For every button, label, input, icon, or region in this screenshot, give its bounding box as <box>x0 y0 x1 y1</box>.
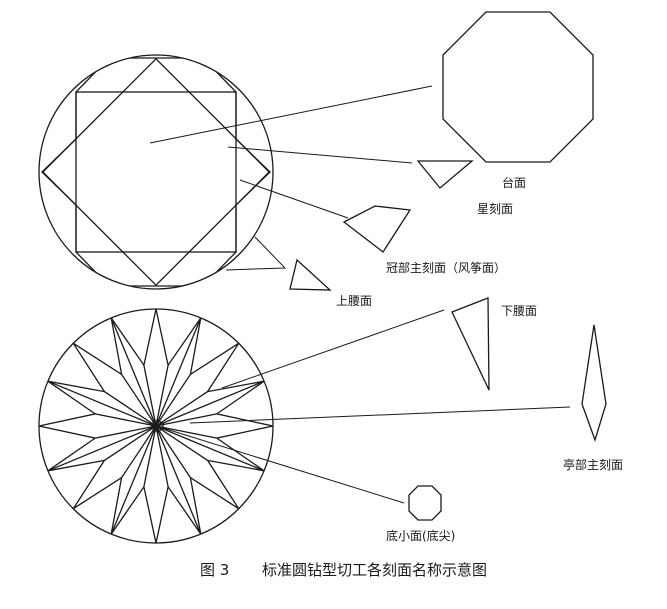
pavilion-spoke <box>155 425 169 487</box>
pavilion-spoke <box>155 374 191 427</box>
pavilion-spoke <box>155 425 217 439</box>
leader-star <box>227 146 413 164</box>
leader-pavilion-main <box>189 406 571 424</box>
pavilion-spoke <box>155 425 208 461</box>
pavilion-spoke <box>121 425 157 478</box>
culet-octagon <box>408 485 442 521</box>
pavilion-main-edge <box>155 380 265 427</box>
pavilion-main-edge <box>155 317 202 427</box>
kite-shape <box>342 205 412 253</box>
pavilion-spoke <box>155 365 169 427</box>
label-upper-girdle: 上腰面 <box>336 294 372 308</box>
pavilion-main-edge <box>155 425 265 472</box>
leader-table <box>149 85 433 144</box>
leader-lines <box>149 85 571 504</box>
label-crown-main: 冠部主刻面（风筝面） <box>386 260 506 275</box>
pavilion-main-shape <box>581 324 607 443</box>
pavilion-spoke <box>155 425 191 478</box>
pavilion-spoke <box>121 374 157 427</box>
pavilion-spoke <box>155 391 208 427</box>
lower-girdle-shape <box>451 297 490 391</box>
figure-caption: 图 3 标准圆钻型切工各刻面名称示意图 <box>200 561 487 579</box>
crown-star-points <box>41 57 271 287</box>
table-square-a <box>75 91 237 253</box>
label-lower-girdle: 下腰面 <box>501 304 537 318</box>
pavilion-main-edge <box>110 425 157 535</box>
culet-small <box>151 420 164 432</box>
pavilion-facet-lines <box>38 308 274 544</box>
caption-title: 标准圆钻型切工各刻面名称示意图 <box>262 561 487 579</box>
table-square-b <box>41 57 271 287</box>
pavilion-view <box>38 308 274 544</box>
label-pavilion-main: 亭部主刻面 <box>563 457 623 472</box>
leader-culet <box>162 427 405 504</box>
star-triangle <box>416 160 474 189</box>
labels: 台面 星刻面 冠部主刻面（风筝面） 上腰面 下腰面 亭部主刻面 底小面(底尖) <box>336 175 623 543</box>
pavilion-main-edge <box>47 380 157 427</box>
label-table: 台面 <box>502 175 526 190</box>
pavilion-main-edge <box>155 425 202 535</box>
upper-girdle-triangle <box>289 258 332 291</box>
pavilion-spoke <box>95 413 157 427</box>
pavilion-star-outline <box>38 308 274 544</box>
pavilion-main-edge <box>47 425 157 472</box>
crown-view <box>38 54 274 290</box>
pavilion-spoke <box>143 425 157 487</box>
caption-figure-number: 图 3 <box>200 561 229 579</box>
pavilion-spoke <box>155 413 217 427</box>
facet-shapes <box>289 11 607 521</box>
table-octagon <box>442 11 594 163</box>
pavilion-main-edge <box>110 317 157 427</box>
crown-girdle-outline <box>38 54 274 290</box>
leader-crown-main <box>239 179 349 219</box>
leader-lower-girdle <box>221 309 445 389</box>
label-star: 星刻面 <box>477 202 513 216</box>
pavilion-spoke <box>95 425 157 439</box>
label-culet: 底小面(底尖) <box>386 528 455 543</box>
pavilion-spoke <box>104 391 157 427</box>
pavilion-spoke <box>143 365 157 427</box>
leader-upper-girdle <box>225 236 287 271</box>
pavilion-spoke <box>104 425 157 461</box>
